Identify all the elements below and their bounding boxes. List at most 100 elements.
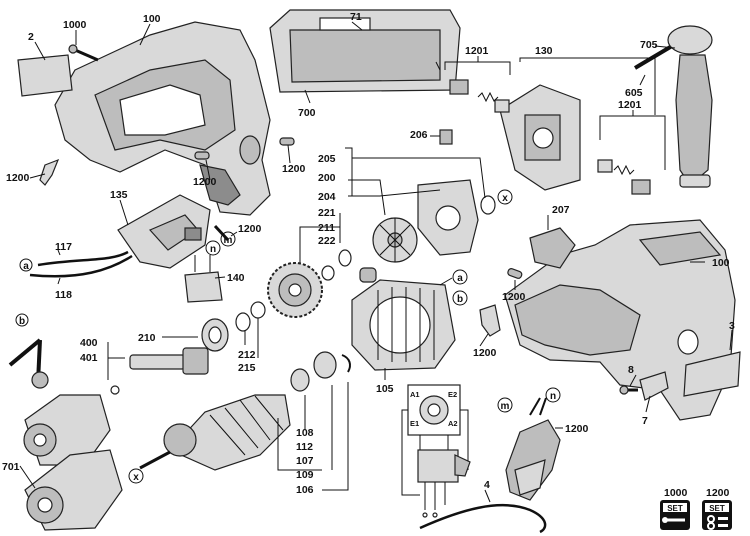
label-130: 130 bbox=[535, 45, 553, 57]
label-100-top: 100 bbox=[143, 13, 161, 25]
label-107: 107 bbox=[296, 455, 314, 467]
side-handle bbox=[633, 25, 713, 188]
screw-1000 bbox=[68, 44, 99, 62]
label-1200-pin: 1200 bbox=[502, 291, 526, 303]
wiring-labels: A1 E2 E1 A2 bbox=[410, 390, 458, 428]
svg-text:1000: 1000 bbox=[664, 487, 688, 499]
label-701: 701 bbox=[2, 461, 20, 473]
label-108: 108 bbox=[296, 427, 314, 439]
svg-text:E2: E2 bbox=[448, 390, 457, 399]
label-1200-housing: 1200 bbox=[282, 163, 306, 175]
svg-text:x: x bbox=[133, 472, 139, 483]
label-140: 140 bbox=[227, 272, 245, 284]
spindle-401 bbox=[110, 347, 209, 395]
power-cable-4 bbox=[419, 503, 547, 534]
label-105: 105 bbox=[376, 383, 394, 395]
label-1000: 1000 bbox=[63, 19, 87, 31]
svg-text:a: a bbox=[23, 261, 29, 272]
pin-1200e bbox=[507, 268, 523, 279]
washer-221 bbox=[338, 249, 352, 267]
brush-2 bbox=[494, 99, 510, 113]
bearing-205 bbox=[480, 195, 496, 215]
label-1200-guard: 1200 bbox=[565, 423, 589, 435]
connector-b-right: b bbox=[452, 290, 468, 306]
label-206: 206 bbox=[410, 129, 428, 141]
stator-105 bbox=[351, 279, 456, 371]
label-204: 204 bbox=[318, 191, 336, 203]
svg-text:A1: A1 bbox=[410, 390, 420, 399]
svg-text:b: b bbox=[19, 316, 25, 327]
brush-holder-130 bbox=[499, 84, 581, 191]
armature-holder-204 bbox=[417, 179, 479, 256]
svg-text:E1: E1 bbox=[410, 419, 419, 428]
connector-m-switch: m bbox=[220, 231, 236, 247]
label-117: 117 bbox=[55, 241, 72, 253]
label-100-right: 100 bbox=[712, 257, 730, 269]
label-sheet-2 bbox=[17, 54, 73, 97]
cable-117 bbox=[37, 250, 129, 267]
part-207 bbox=[529, 227, 576, 269]
set-badge-1000: 1000 SET bbox=[660, 487, 690, 530]
label-200: 200 bbox=[318, 172, 336, 184]
label-112: 112 bbox=[296, 441, 313, 453]
connector-b-left: b bbox=[15, 313, 29, 327]
svg-text:A2: A2 bbox=[448, 419, 458, 428]
label-1201-top: 1201 bbox=[465, 45, 489, 57]
label-605: 605 bbox=[625, 87, 643, 99]
label-1201-right: 1201 bbox=[618, 99, 642, 111]
label-221: 221 bbox=[318, 207, 336, 219]
set-badge-1200: 1200 SET bbox=[702, 487, 732, 530]
label-118: 118 bbox=[55, 289, 72, 301]
keyless-chuck-701 bbox=[24, 449, 123, 531]
label-1200-left: 1200 bbox=[6, 172, 30, 184]
label-8: 8 bbox=[628, 364, 634, 376]
cable-118 bbox=[29, 254, 133, 278]
svg-text:x: x bbox=[502, 193, 508, 204]
svg-text:m: m bbox=[501, 401, 510, 412]
svg-text:b: b bbox=[457, 294, 463, 305]
svg-text:n: n bbox=[210, 244, 216, 255]
label-1200-clip: 1200 bbox=[473, 347, 497, 359]
pin-1 bbox=[194, 151, 210, 160]
label-210: 210 bbox=[138, 332, 156, 344]
label-215: 215 bbox=[238, 362, 256, 374]
armature bbox=[139, 394, 291, 471]
part-206 bbox=[439, 129, 453, 145]
clip-112 bbox=[341, 354, 351, 373]
suppressor-140 bbox=[184, 255, 223, 303]
wiring-diagram bbox=[401, 384, 471, 518]
pin-2 bbox=[279, 137, 295, 146]
clip-7 bbox=[639, 371, 669, 401]
svg-text:a: a bbox=[457, 273, 463, 284]
label-3: 3 bbox=[729, 320, 735, 332]
connector-n-cable: n bbox=[545, 387, 561, 403]
label-106: 106 bbox=[296, 484, 314, 496]
brush-3 bbox=[597, 159, 613, 173]
part-labels: 2 1000 100 71 700 1201 130 1201 705 605 … bbox=[2, 11, 735, 496]
bearing-108 bbox=[290, 368, 310, 392]
connector-x-top: x bbox=[497, 189, 513, 205]
brush-4 bbox=[631, 179, 651, 195]
label-2: 2 bbox=[28, 31, 34, 43]
brush-1 bbox=[449, 79, 469, 95]
label-1200-mid: 1200 bbox=[193, 176, 217, 188]
label-7: 7 bbox=[642, 415, 648, 427]
label-401: 401 bbox=[80, 352, 98, 364]
ring-215 bbox=[250, 301, 266, 319]
label-sheet-3 bbox=[683, 351, 741, 397]
leader-lines bbox=[19, 21, 733, 503]
label-700: 700 bbox=[298, 107, 316, 119]
label-109: 109 bbox=[296, 469, 314, 481]
fan-204 bbox=[372, 217, 418, 263]
connector-n-switch: n bbox=[205, 240, 221, 256]
clip-1200f bbox=[479, 304, 501, 337]
switch-135 bbox=[117, 194, 211, 269]
clip-1200-left bbox=[39, 158, 60, 186]
label-207: 207 bbox=[552, 204, 570, 216]
gear-211 bbox=[267, 262, 323, 318]
cable-guard-1200 bbox=[505, 397, 561, 501]
svg-text:1200: 1200 bbox=[706, 487, 730, 499]
label-4: 4 bbox=[484, 479, 490, 491]
connector-x-bottom: x bbox=[128, 468, 144, 484]
